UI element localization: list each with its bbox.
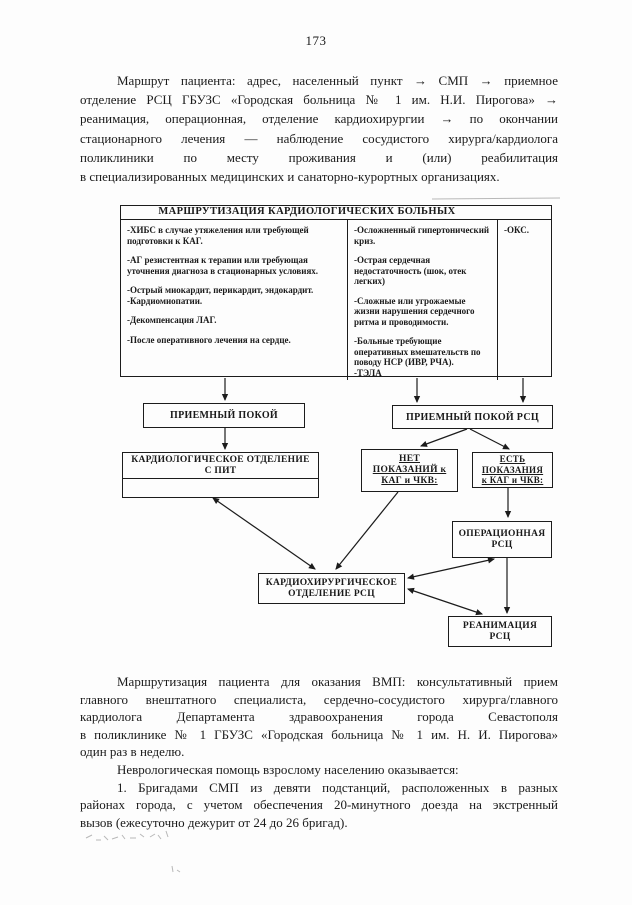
text-line: поликлиники по месту проживания и (или) … [80,149,558,165]
text-line: отделение РСЦ ГБУЗС «Городская больница … [80,92,558,108]
criteria-item: -Декомпенсация ЛАГ. [127,315,217,325]
criteria-item: -Острый миокардит, перикардит, эндокарди… [127,285,314,295]
flow-box-operating-room: ОПЕРАЦИОННАЯ РСЦ [452,521,552,558]
flow-box-label-line: ОПЕРАЦИОННАЯ [458,528,546,539]
flow-box-label-line: КАРДИОХИРУРГИЧЕСКОЕ [265,577,398,588]
flow-box-label-line: С ПИТ [204,465,237,476]
criteria-item: -АГ резистентная к терапии или требующая… [127,255,319,276]
text-line: реанимация, операционная, отделение кард… [80,111,558,127]
flow-box-no-indications: НЕТ ПОКАЗАНИЙ к КАГ и ЧКВ: [361,449,458,492]
criteria-item: -ХИБС в случае утяжеления или требующей … [127,225,309,246]
criteria-column-acs: -ОКС. [498,220,551,380]
criteria-column-urgent: -Осложненный гипертонический криз. -Остр… [348,220,498,380]
criteria-item: -ОКС. [504,225,530,235]
criteria-item: -ТЭЛА [354,367,382,378]
text-line: кардиолога Департамента здравоохранения … [80,709,558,725]
flow-box-label-line: НЕТ [399,454,420,464]
criteria-column-planned: -ХИБС в случае утяжеления или требующей … [121,220,348,380]
flow-box-label-line: ПОКАЗАНИЯ [481,464,544,475]
flow-box-label-line: РСЦ [489,631,511,642]
flow-box-label: КАРДИОЛОГИЧЕСКОЕ ОТДЕЛЕНИЕ С ПИТ [123,453,318,479]
flow-box-label-line: КАРДИОЛОГИЧЕСКОЕ ОТДЕЛЕНИЕ [131,454,310,465]
text-line: главного внештатного специалиста, сердеч… [80,691,558,707]
flow-box-yes-indications: ЕСТЬ ПОКАЗАНИЯ к КАГ и ЧКВ: [472,452,553,488]
criteria-item: -Больные требующие оперативных вмешатель… [354,336,481,367]
flowchart-criteria-table: МАРШРУТИЗАЦИЯ КАРДИОЛОГИЧЕСКИХ БОЛЬНЫХ -… [120,205,552,380]
flow-box-label: ПРИЕМНЫЙ ПОКОЙ [170,410,278,421]
text-line: один раз в неделю. [80,744,185,760]
page-number: 173 [305,33,327,48]
criteria-item: -Сложные или угрожаемые жизни нарушения … [354,295,475,327]
text-line: Маршрутизация пациента для оказания ВМП:… [117,674,558,689]
text-line: районах города, с учетом обеспечения 20-… [80,797,558,813]
flow-box-label-line: ЕСТЬ [499,454,526,465]
flow-box-label: ПРИЕМНЫЙ ПОКОЙ РСЦ [406,411,539,423]
paragraph-neurology-intro: Неврологическая помощь взрослому населен… [117,761,459,777]
text-line: в специализированных медицинских и санат… [80,169,500,185]
flow-box-label-line: ПОКАЗАНИЙ к [372,465,447,475]
paragraphs-bottom: Маршрутизация пациента для оказания ВМП:… [80,673,558,831]
flow-box-cardiology-department: КАРДИОЛОГИЧЕСКОЕ ОТДЕЛЕНИЕ С ПИТ [122,452,319,498]
text-line: вызов (ежесуточно дежурит от 24 до 26 бр… [80,814,348,830]
flow-box-label-line: РЕАНИМАЦИЯ [462,620,538,631]
flow-box-admission: ПРИЕМНЫЙ ПОКОЙ [143,403,305,428]
flow-box-label-line: РСЦ [491,539,513,550]
text-line: стационарного лечения — наблюдение сосуд… [80,130,558,146]
flow-box-admission-rsc: ПРИЕМНЫЙ ПОКОЙ РСЦ [392,405,553,429]
text-line: в поликлинике № 1 ГБУЗС «Городская больн… [80,726,558,742]
text-line: 1. Бригадами СМП из девяти подстанций, р… [117,779,558,795]
flow-box-label-line: к КАГ и ЧКВ: [481,475,544,486]
flow-box-reanimation: РЕАНИМАЦИЯ РСЦ [448,616,552,647]
criteria-columns: -ХИБС в случае утяжеления или требующей … [121,220,551,380]
paragraph-patient-route: Маршрут пациента: адрес, населенный пунк… [80,71,558,186]
criteria-item: -Кардиомиопатии. [127,295,203,306]
text-line: Маршрут пациента: адрес, населенный пунк… [117,73,558,88]
flowchart-title: МАРШРУТИЗАЦИЯ КАРДИОЛОГИЧЕСКИХ БОЛЬНЫХ [121,206,551,220]
flow-box-label-line: КАГ и ЧКВ: [381,476,438,486]
criteria-item: -Острая сердечная недостаточность (шок, … [354,255,467,286]
flow-box-cardiosurgery: КАРДИОХИРУРГИЧЕСКОЕ ОТДЕЛЕНИЕ РСЦ [258,573,405,604]
flow-box-label-line: ОТДЕЛЕНИЕ РСЦ [288,588,375,599]
criteria-item: -Осложненный гипертонический криз. [354,225,490,246]
criteria-item: -После оперативного лечения на сердце. [127,334,291,345]
